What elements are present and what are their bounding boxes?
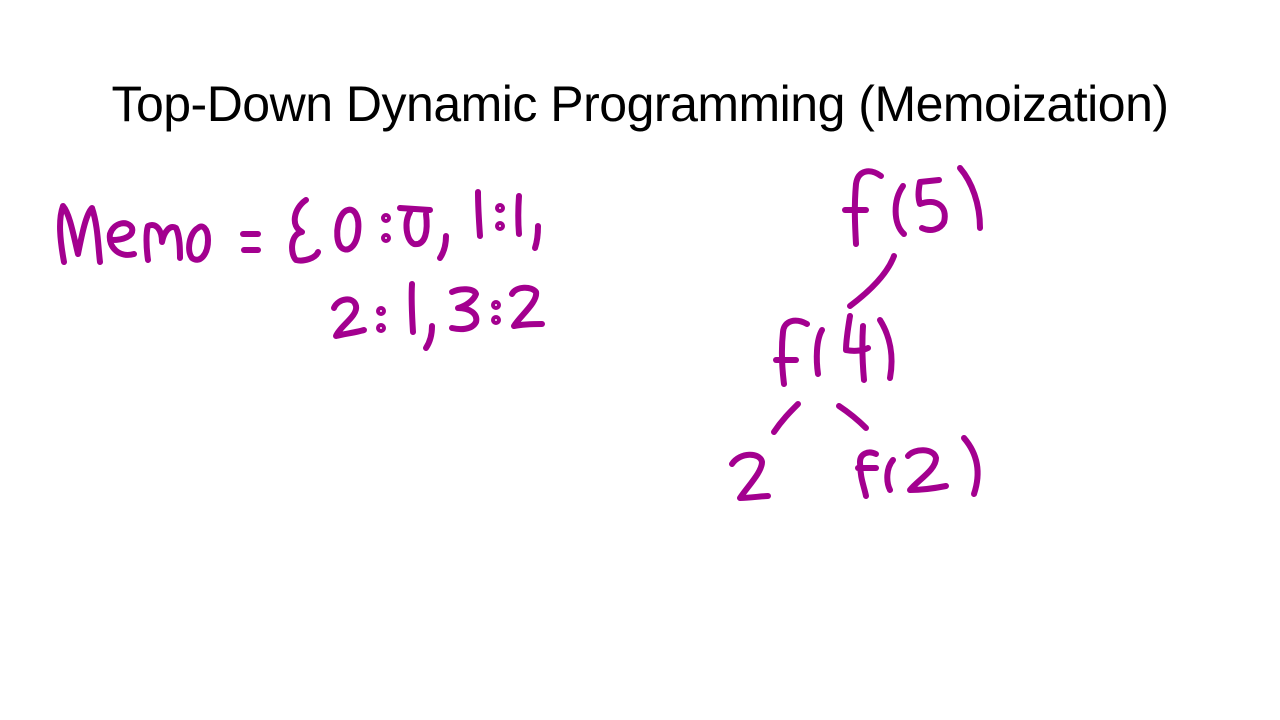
tree-edge-f5-f4 [847, 253, 897, 309]
tree-leaf-2 [729, 451, 771, 501]
tree-node-f2 [855, 435, 981, 499]
tree-edge-f4-left [771, 401, 801, 435]
memo-line-1: Memo = { 0:0, 1:1, [60, 200, 680, 260]
tree-root-label: f(5) [840, 170, 990, 250]
tree-node-f5 [842, 165, 983, 247]
memo-line-2: 2:1, 3:2 [330, 290, 670, 350]
tree-child-label: f(4) [775, 315, 905, 390]
tree-leaf-left-label: 2 [728, 450, 778, 505]
tree-leaf-right-label: f(2) [855, 440, 990, 500]
tree-node-f4 [773, 313, 895, 387]
tree-edge-f4-right [836, 403, 869, 431]
slide-title: Top-Down Dynamic Programming (Memoizatio… [111, 76, 1169, 132]
